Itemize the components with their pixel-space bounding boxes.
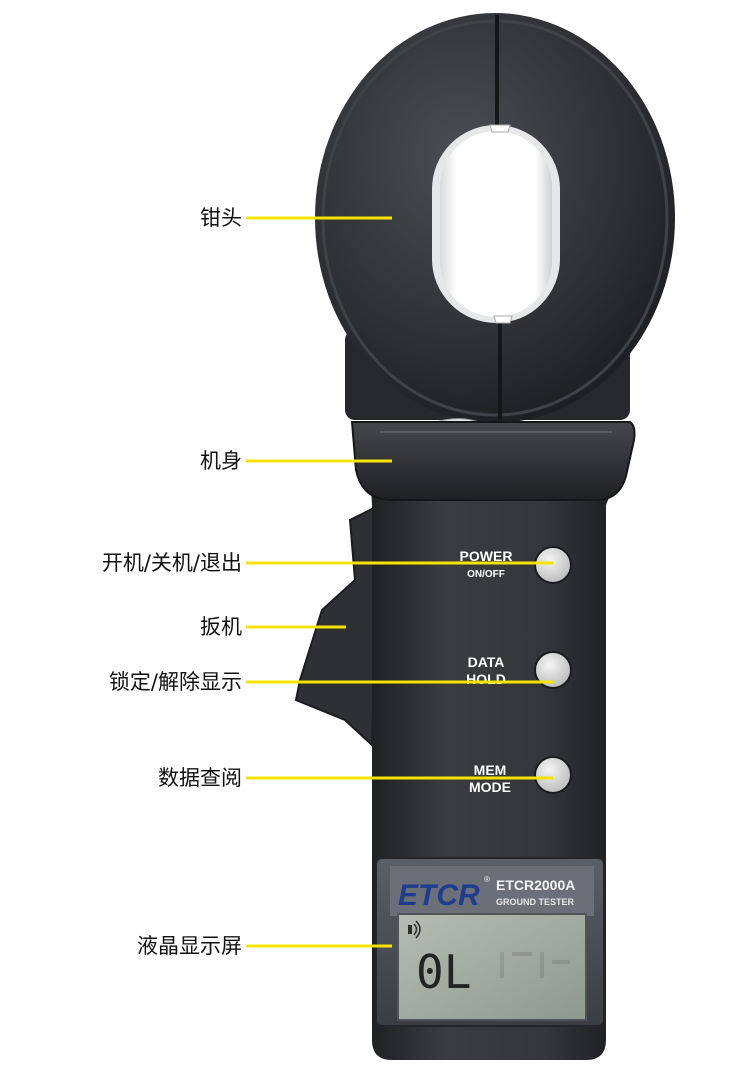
lcd-registered-mark: ® [484,875,490,884]
lcd-brand-logo: ETCR [398,879,480,912]
jaw-tip-bottom [493,315,513,324]
signal-icon [408,920,421,939]
power-button-label: POWER [460,548,513,564]
mem-mode-label: MEM [474,762,507,778]
lcd-model-number: ETCR2000A [496,877,575,893]
lcd-ghost-segments [500,952,570,978]
data-hold-label: DATA [468,654,505,670]
lcd-header-panel [390,866,594,916]
callout-label-power: 开机/关机/退出 [101,551,242,575]
callout-label-hold: 锁定/解除显示 [108,670,242,694]
callout-label-lcd: 液晶显示屏 [137,934,242,958]
power-button-sublabel: ON/OFF [467,569,505,580]
lcd-subtitle: GROUND TESTER [496,897,575,907]
callout-label-mem: 数据查阅 [158,766,242,790]
callout-label-jaw: 钳头 [200,206,242,230]
trigger[interactable] [294,503,382,748]
callout-label-body: 机身 [200,449,242,473]
data-hold-sublabel: HOLD [466,671,506,687]
lcd-screen [397,913,587,1021]
lcd-reading: 0L [416,945,471,999]
data-hold-button[interactable] [534,651,572,689]
jaw-tip-top [489,124,511,133]
mem-mode-sublabel: MODE [469,779,511,795]
jaw-opening-inner [440,131,552,317]
power-button[interactable] [534,546,572,584]
mem-mode-button[interactable] [534,756,572,794]
callout-label-trigger: 扳机 [200,615,242,639]
grip-band[interactable] [350,421,636,501]
